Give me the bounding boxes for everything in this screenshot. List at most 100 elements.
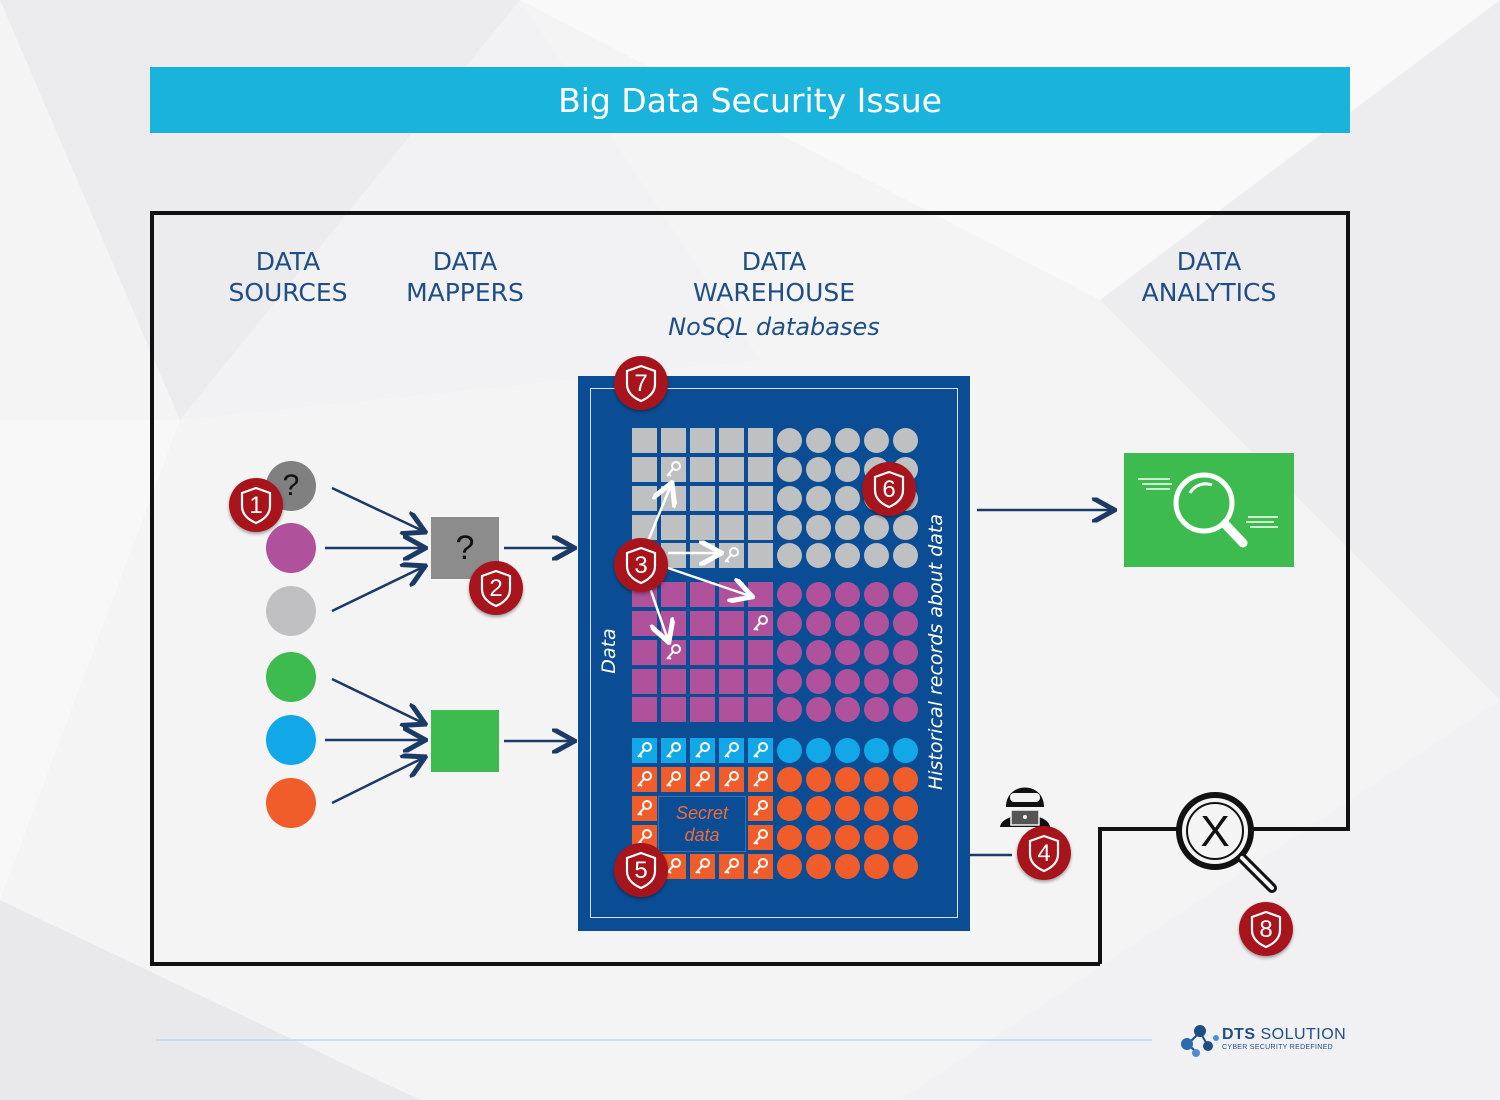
key-icon xyxy=(666,742,681,758)
key-icon xyxy=(695,771,710,787)
record-dot xyxy=(835,854,860,879)
key-cell xyxy=(632,796,657,821)
badge-number: 3 xyxy=(634,552,648,579)
logo-name: DTS SOLUTION xyxy=(1222,1026,1346,1044)
key-cell xyxy=(748,611,773,636)
shield-icon xyxy=(1250,910,1282,949)
key-icon xyxy=(753,858,768,874)
record-dot xyxy=(806,428,831,453)
badge-8: 8 xyxy=(1239,902,1293,956)
data-cell xyxy=(748,486,773,511)
record-dot xyxy=(806,611,831,636)
record-dot xyxy=(864,515,889,540)
key-cell xyxy=(632,767,657,792)
record-dot xyxy=(835,640,860,665)
record-dot xyxy=(893,697,918,722)
data-cell xyxy=(690,697,715,722)
record-dot xyxy=(864,825,889,850)
record-dot xyxy=(893,582,918,607)
header-line: DATA xyxy=(741,247,807,276)
key-icon xyxy=(753,800,768,816)
key-cell xyxy=(748,767,773,792)
header-data-sources: DATA SOURCES xyxy=(208,246,368,308)
data-cell xyxy=(661,515,686,540)
key-icon xyxy=(637,742,652,758)
data-cell xyxy=(748,515,773,540)
record-dot xyxy=(893,767,918,792)
key-icon xyxy=(695,858,710,874)
shield-icon xyxy=(625,364,657,403)
data-cell xyxy=(690,640,715,665)
key-icon xyxy=(753,742,768,758)
record-dot xyxy=(806,582,831,607)
record-dot xyxy=(835,697,860,722)
data-cell xyxy=(690,486,715,511)
record-dot xyxy=(864,854,889,879)
record-dot xyxy=(777,640,802,665)
record-dot xyxy=(777,825,802,850)
record-dot xyxy=(864,669,889,694)
shield-icon xyxy=(625,546,657,585)
data-cell xyxy=(690,582,715,607)
key-icon xyxy=(637,771,652,787)
shield-icon xyxy=(1028,834,1060,873)
warehouse-inner-border xyxy=(590,388,958,918)
record-dot xyxy=(864,796,889,821)
record-dot xyxy=(777,767,802,792)
header-line: MAPPERS xyxy=(406,278,524,307)
source-blue xyxy=(266,715,316,765)
header-line: DATA xyxy=(255,247,321,276)
record-dot xyxy=(835,428,860,453)
key-icon xyxy=(666,858,681,874)
data-cell xyxy=(690,457,715,482)
key-icon xyxy=(724,547,739,563)
data-cell xyxy=(690,515,715,540)
badge-5: 5 xyxy=(614,843,668,897)
title-bar: Big Data Security Issue xyxy=(150,67,1350,133)
shield-icon xyxy=(625,851,657,890)
key-cell xyxy=(748,796,773,821)
record-dot xyxy=(806,486,831,511)
key-icon xyxy=(666,644,681,660)
arrow-source-to-mapper xyxy=(331,677,423,723)
logo-name-rest: SOLUTION xyxy=(1255,1026,1347,1043)
key-icon xyxy=(666,771,681,787)
header-data-mappers: DATA MAPPERS xyxy=(385,246,545,308)
blocked-magnifier-icon: X xyxy=(1176,792,1277,893)
header-line: ANALYTICS xyxy=(1141,278,1277,307)
data-cell xyxy=(632,457,657,482)
magnifier-icon xyxy=(1138,472,1278,548)
key-cell xyxy=(719,767,744,792)
badge-2: 2 xyxy=(469,561,523,615)
badge-6: 6 xyxy=(862,462,916,516)
badge-number: 8 xyxy=(1259,916,1273,943)
key-icon xyxy=(724,771,739,787)
data-cell xyxy=(632,669,657,694)
record-dot xyxy=(806,457,831,482)
record-dot xyxy=(835,669,860,694)
source-green xyxy=(266,652,316,702)
arrow-source-to-mapper xyxy=(331,486,423,531)
logo-name-bold: DTS xyxy=(1222,1026,1256,1043)
record-dot xyxy=(835,611,860,636)
badge-number: 5 xyxy=(634,857,648,884)
key-icon xyxy=(637,800,652,816)
data-cell xyxy=(719,611,744,636)
data-cell xyxy=(632,428,657,453)
record-dot xyxy=(835,515,860,540)
key-icon xyxy=(724,858,739,874)
key-icon xyxy=(724,742,739,758)
data-cell xyxy=(748,640,773,665)
badge-number: 1 xyxy=(249,492,263,519)
badge-1: 1 xyxy=(229,478,283,532)
key-cell xyxy=(748,738,773,763)
record-dot xyxy=(806,515,831,540)
key-icon xyxy=(695,742,710,758)
key-icon xyxy=(753,771,768,787)
warehouse-subtitle: NoSQL databases xyxy=(668,313,880,341)
record-dot xyxy=(835,825,860,850)
record-dot xyxy=(864,582,889,607)
data-cell xyxy=(719,669,744,694)
header-data-warehouse: DATA WAREHOUSE xyxy=(664,246,884,308)
